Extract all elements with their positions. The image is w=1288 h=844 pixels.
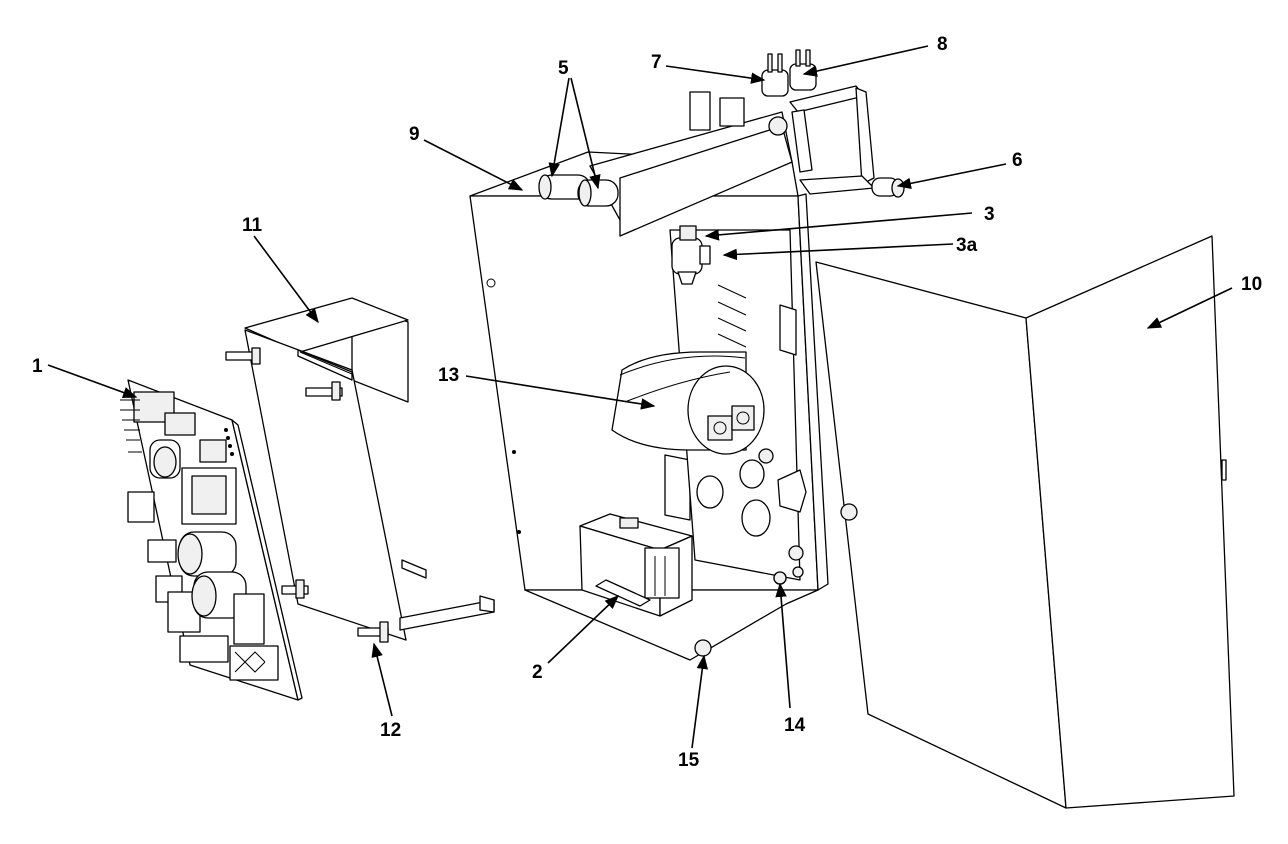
callout-6: 6 — [1012, 150, 1023, 171]
callout-labels: 1 2 3 3a 5 6 7 8 9 10 11 12 13 14 15 — [32, 34, 1262, 771]
callout-11: 11 — [242, 215, 263, 236]
callout-8: 8 — [937, 34, 948, 55]
standoff — [305, 381, 343, 401]
callout-9: 9 — [409, 124, 420, 145]
callout-3a: 3a — [956, 235, 978, 256]
switch-part-7 — [761, 53, 789, 97]
contactor-part-2 — [579, 513, 693, 617]
callout-1: 1 — [32, 356, 43, 377]
screw-part-15 — [694, 639, 712, 657]
callout-2: 2 — [532, 662, 543, 683]
callout-7: 7 — [651, 52, 662, 73]
callout-5: 5 — [558, 58, 569, 79]
callout-3: 3 — [984, 204, 995, 225]
sensor-part-3 — [671, 225, 711, 285]
callout-10: 10 — [1241, 274, 1262, 295]
callout-15: 15 — [678, 750, 700, 771]
capacitor-part-13 — [611, 351, 765, 455]
screw-part-14 — [773, 571, 787, 585]
cover-plate-part-11 — [225, 297, 495, 641]
leader-lines — [47, 45, 1233, 749]
fuse-bracket-part-5 — [538, 91, 793, 237]
standoff — [225, 347, 261, 365]
screw-part-12 — [357, 621, 389, 643]
switch-part-8 — [789, 49, 817, 91]
callout-14: 14 — [784, 715, 806, 736]
circuit-board-part-1 — [120, 379, 303, 701]
callout-13: 13 — [438, 365, 459, 386]
callout-12: 12 — [380, 720, 401, 741]
standoff — [281, 579, 309, 599]
front-cover-part-10 — [815, 235, 1235, 809]
pipe-assembly-part-6 — [789, 85, 905, 198]
